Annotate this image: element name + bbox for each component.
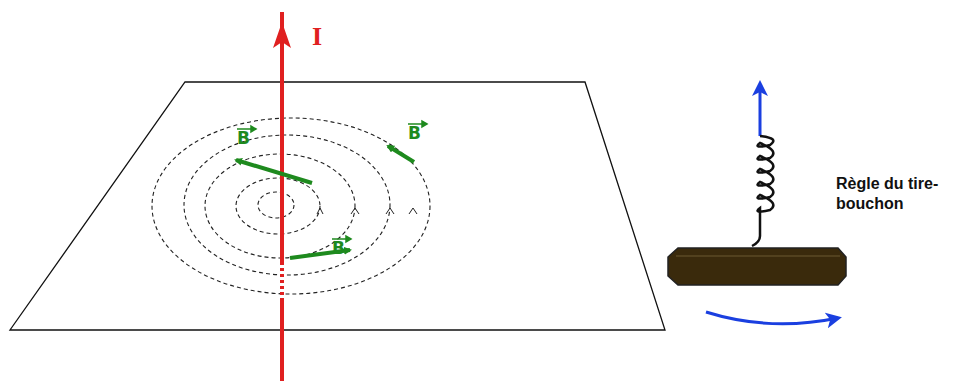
plane xyxy=(10,82,665,330)
corkscrew xyxy=(668,84,846,324)
field-lines xyxy=(152,118,430,294)
field-vectors xyxy=(236,146,414,258)
direction-chevrons xyxy=(317,208,417,214)
current-label: I xyxy=(312,22,322,52)
vector-arrows xyxy=(237,121,427,242)
field-label: B xyxy=(237,128,250,148)
field-label: B xyxy=(332,238,345,258)
field-label: B xyxy=(408,123,421,143)
rule-caption: Règle du tire-bouchon xyxy=(836,174,958,214)
current-wire xyxy=(273,12,291,381)
